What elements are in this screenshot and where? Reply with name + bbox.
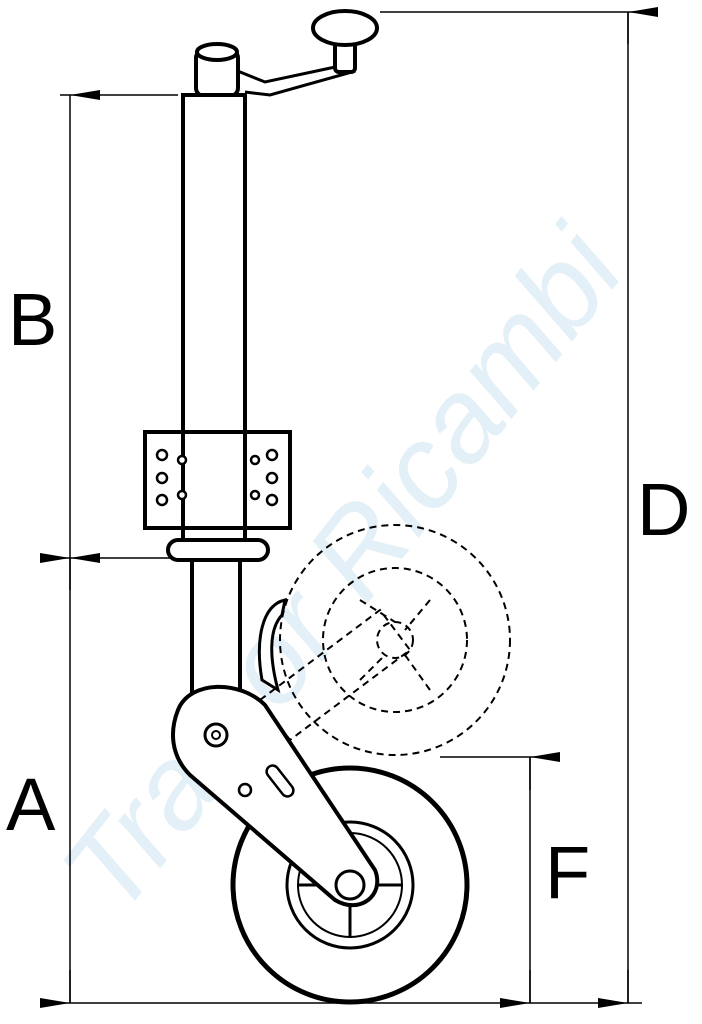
dim-label-b: B	[8, 278, 57, 361]
dim-label-d: D	[637, 468, 690, 551]
wheel-arm	[171, 684, 380, 908]
jack-body	[143, 9, 379, 702]
dim-label-f: F	[545, 831, 590, 914]
dim-label-a: A	[6, 763, 56, 846]
